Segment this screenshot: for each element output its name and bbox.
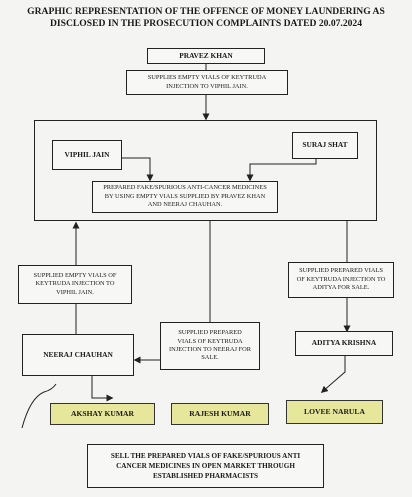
node-aditya-krishna: ADITYA KRISHNA (295, 331, 393, 356)
node-neeraj-supply-empty: SUPPLIED EMPTY VIALS OF KEYTRUDA INJECTI… (18, 265, 132, 304)
arrow-neeraj-akshay (91, 376, 114, 402)
preparation-frame (34, 120, 377, 221)
arrow-suraj-prepared (246, 159, 317, 182)
node-neeraj-chauhan: NEERAJ CHAUHAN (22, 334, 134, 376)
node-pravez-supply: SUPPLIES EMPTY VIALS OF KEYTRUDA INJECTI… (126, 70, 288, 95)
node-sell-open-market: SELL THE PREPARED VIALS OF FAKE/SPURIOUS… (87, 444, 324, 488)
node-suraj-shat: SURAJ SHAT (292, 132, 358, 159)
node-akshay-kumar: AKSHAY KUMAR (50, 403, 155, 425)
node-lovee-narula: LOVEE NARULA (286, 400, 383, 424)
handwritten-mark (21, 383, 57, 429)
title-line-2: DISCLOSED IN THE PROSECUTION COMPLAINTS … (49, 18, 363, 29)
node-rajesh-kumar: RAJESH KUMAR (171, 403, 269, 425)
node-pravez-khan: PRAVEZ KHAN (147, 48, 265, 64)
node-supply-neeraj: SUPPLIED PREPARED VIALS OF KEYTRUDA INJE… (160, 322, 260, 370)
arrow-aditya-lovee (320, 356, 346, 393)
node-prepared: PREPARED FAKE/SPURIOUS ANTI-CANCER MEDIC… (92, 181, 278, 213)
node-supply-aditya: SUPPLIED PREPARED VIALS OF KEYTRUDA INJE… (288, 262, 394, 298)
page-title: GRAPHIC REPRESENTATION OF THE OFFENCE OF… (6, 6, 406, 30)
title-line-1: GRAPHIC REPRESENTATION OF THE OFFENCE OF… (27, 6, 385, 17)
node-viphil-jain: VIPHIL JAIN (52, 140, 122, 170)
